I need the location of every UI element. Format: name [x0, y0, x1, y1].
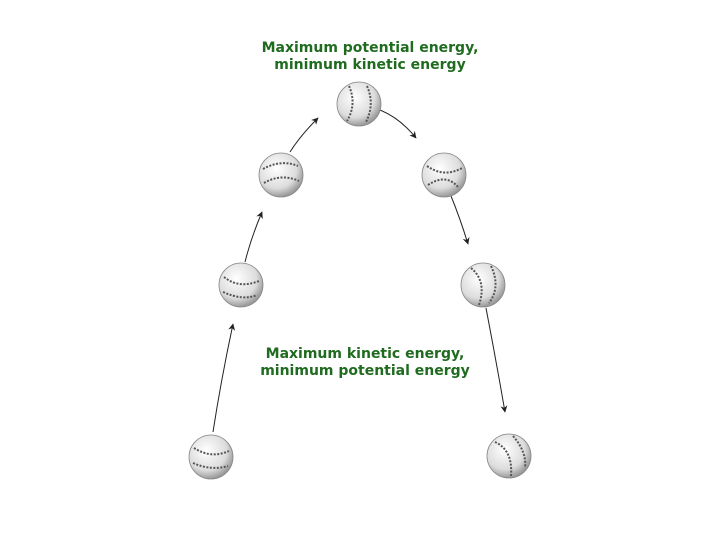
arrow-5	[451, 196, 468, 244]
baseball-3	[259, 153, 303, 197]
baseball-1	[189, 435, 233, 479]
baseball-7	[487, 434, 531, 478]
arrow-1	[213, 324, 233, 432]
baseball-2	[219, 263, 263, 307]
arrow-6	[486, 308, 505, 412]
arrow-4	[380, 110, 416, 138]
baseball-6	[461, 263, 505, 307]
arrow-3	[290, 118, 318, 152]
baseball-5	[422, 153, 466, 197]
arrow-2	[245, 212, 262, 262]
baseball-4	[337, 82, 381, 126]
